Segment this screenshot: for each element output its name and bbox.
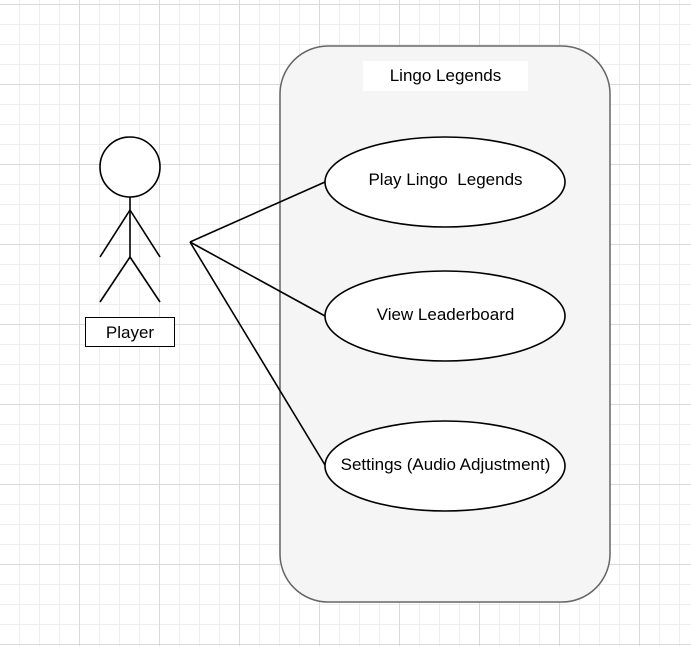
association-play[interactable] [189,181,326,243]
use-case-leaderboard-label: View Leaderboard [376,305,515,324]
association-settings[interactable] [189,241,326,466]
use-case-play-label: Play Lingo Legends [368,170,523,189]
actor-head [99,136,161,198]
system-title: Lingo Legends [363,61,528,91]
use-case-play-ellipse[interactable] [324,136,566,228]
use-case-settings-ellipse[interactable] [324,420,566,512]
actor-left-leg [99,256,131,303]
association-leaderboard[interactable] [189,241,326,317]
actor-right-leg [129,256,161,303]
use-case-settings-label: Settings (Audio Adjustment) [340,455,551,474]
actor-name-label[interactable]: Player [85,317,175,347]
actor-figure[interactable] [99,136,161,303]
actor-left-arm [99,209,131,258]
actor-right-arm [129,209,161,258]
use-case-leaderboard-ellipse[interactable] [324,270,566,362]
